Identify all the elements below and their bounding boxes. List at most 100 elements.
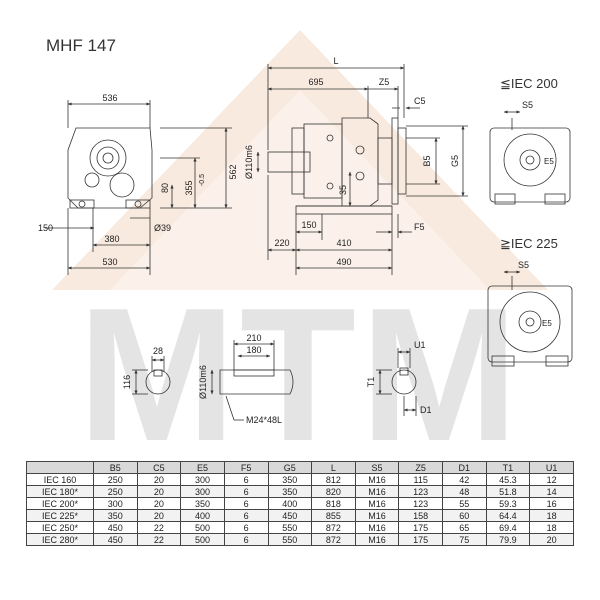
dim-35: 35 <box>338 185 348 195</box>
table-cell: 158 <box>398 509 443 522</box>
dim-150-left: 150 <box>38 223 53 233</box>
table-cell: 350 <box>93 509 138 522</box>
table-cell: 350 <box>180 497 225 510</box>
table-cell: 500 <box>180 521 225 534</box>
dim-E5-small: E5 <box>544 157 554 166</box>
table-cell: 64.4 <box>485 509 531 522</box>
table-cell: IEC 160 <box>26 473 94 486</box>
dim-Z5-side: Z5 <box>379 77 390 87</box>
dim-28: 28 <box>153 346 163 356</box>
dim-T1: T1 <box>366 377 376 388</box>
table-cell: 175 <box>398 533 443 546</box>
table-cell: 18 <box>529 509 574 522</box>
table-header-cell: B5 <box>93 461 138 474</box>
table-cell: 59.3 <box>485 497 531 510</box>
table-cell: 6 <box>223 509 269 522</box>
table-header-cell: F5 <box>223 461 269 474</box>
table-cell: 450 <box>267 509 313 522</box>
table-cell: 22 <box>136 533 182 546</box>
table-cell: 69.4 <box>485 521 531 534</box>
table-cell: IEC 200* <box>26 497 94 510</box>
end-view-housing <box>67 127 153 209</box>
table-cell: 350 <box>267 473 313 486</box>
table-cell: 60 <box>442 509 487 522</box>
table-cell: 42 <box>442 473 487 486</box>
table-cell: M16 <box>354 485 400 498</box>
table-cell: 500 <box>180 533 225 546</box>
table-cell: 6 <box>223 533 269 546</box>
flange-view-small <box>489 110 571 205</box>
dim-S5-small: S5 <box>522 100 533 110</box>
table-cell: IEC 180* <box>26 485 94 498</box>
table-cell: M16 <box>354 533 400 546</box>
dim-355: 355 <box>184 180 194 195</box>
dim-L: L <box>333 56 338 66</box>
table-cell: 250 <box>93 485 138 498</box>
dim-695: 695 <box>308 77 323 87</box>
table-cell: 20 <box>136 497 182 510</box>
iec-note-large: ≧IEC 225 <box>500 236 558 251</box>
dimension-labels: 536 562 355 -0.5 80 150 Ø39 380 530 L 69… <box>38 56 554 425</box>
dim-80: 80 <box>160 183 170 193</box>
table-cell: IEC 250* <box>26 521 94 534</box>
table-cell: 16 <box>529 497 574 510</box>
table-cell: M16 <box>354 509 400 522</box>
table-cell: 20 <box>529 533 574 546</box>
table-cell: 48 <box>442 485 487 498</box>
table-cell: 20 <box>136 473 182 486</box>
table-cell: 855 <box>311 509 356 522</box>
iec-note-small: ≦IEC 200 <box>500 76 558 91</box>
table-header-cell: T1 <box>485 461 531 474</box>
dim-C5: C5 <box>414 96 426 106</box>
table-cell: 51.8 <box>485 485 531 498</box>
table-cell: 250 <box>93 473 138 486</box>
dim-G5: G5 <box>450 155 460 167</box>
table-header-cell: U1 <box>529 461 574 474</box>
table-cell: 450 <box>93 533 138 546</box>
dim-536: 536 <box>102 93 117 103</box>
dim-S5-large: S5 <box>518 260 529 270</box>
table-header-cell: Z5 <box>398 461 443 474</box>
table-cell: 65 <box>442 521 487 534</box>
table-cell: 6 <box>223 521 269 534</box>
table-cell: 115 <box>398 473 443 486</box>
watermark-logo: MTM <box>52 30 548 481</box>
shaft-detail <box>210 340 294 421</box>
dim-E5-large: E5 <box>542 319 552 328</box>
table-cell: 550 <box>267 533 313 546</box>
table-header-cell: S5 <box>354 461 400 474</box>
watermark-text: MTM <box>78 269 523 481</box>
dim-562: 562 <box>228 164 238 179</box>
key-section-detail <box>376 348 417 416</box>
dim-116: 116 <box>122 375 132 389</box>
flange-view-large <box>487 270 573 367</box>
table-cell: 55 <box>442 497 487 510</box>
dim-D1: D1 <box>420 405 432 415</box>
dim-530: 530 <box>102 257 117 267</box>
dim-355-tol: -0.5 <box>199 174 206 186</box>
table-cell: 20 <box>136 509 182 522</box>
dim-M24: M24*48L <box>246 415 282 425</box>
table-cell: 350 <box>267 485 313 498</box>
dim-380: 380 <box>104 234 119 244</box>
dim-B5: B5 <box>422 155 432 166</box>
dim-210: 210 <box>246 333 261 343</box>
table-cell: 300 <box>180 473 225 486</box>
dim-110-shaft: Ø110m6 <box>198 365 208 399</box>
table-cell: 22 <box>136 521 182 534</box>
side-view-assembly <box>267 117 407 215</box>
table-cell: 6 <box>223 485 269 498</box>
table-cell: IEC 280* <box>26 533 94 546</box>
table-cell: 818 <box>311 497 356 510</box>
table-cell: 45.3 <box>485 473 531 486</box>
table-cell: IEC 225* <box>26 509 94 522</box>
table-header-cell: D1 <box>442 461 487 474</box>
table-cell: 400 <box>180 509 225 522</box>
